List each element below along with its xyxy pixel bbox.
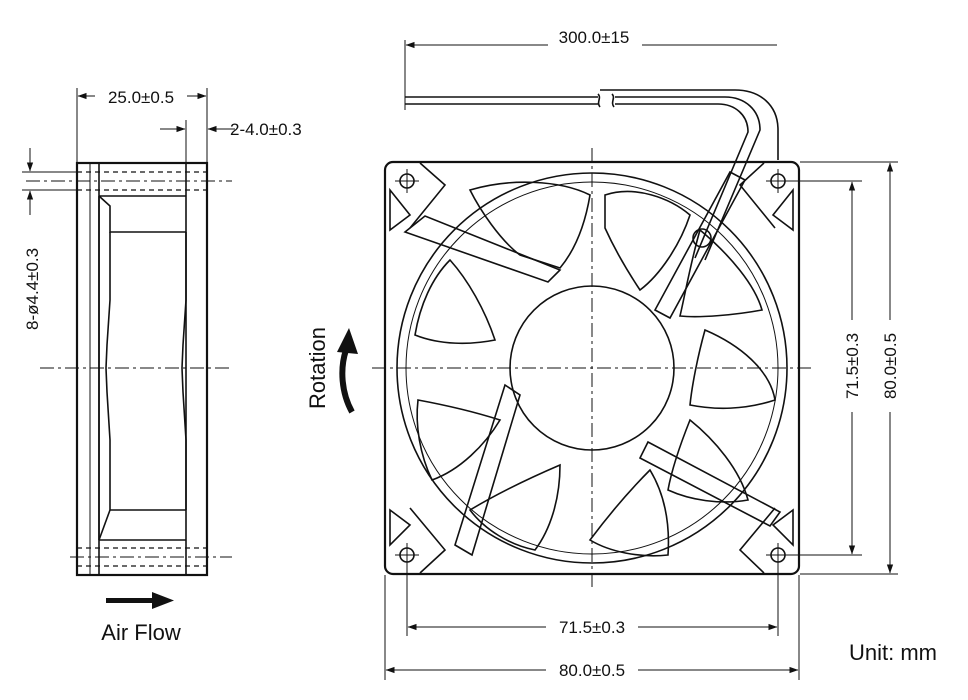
unit-label: Unit: mm — [849, 640, 937, 665]
side-view: 25.0±0.5 2-4.0±0.3 8-ø4.4±0.3 Air Flow — [22, 86, 302, 645]
mounting-hole-br — [766, 543, 790, 567]
support-struts — [403, 170, 782, 557]
mounting-hole-bl — [395, 543, 419, 567]
rotation-arrow-icon — [337, 328, 358, 414]
lead-wires — [404, 40, 779, 261]
hole-spacing-h-dim: 71.5±0.3 — [559, 618, 625, 637]
front-view: 300.0±15 71.5±0.3 80.0±0.5 71.5±0.3 80.0… — [305, 28, 902, 680]
fan-blades — [414, 181, 776, 557]
side-width-dim: 25.0±0.5 — [108, 88, 174, 107]
airflow-label: Air Flow — [101, 620, 181, 645]
mounting-hole-tr — [766, 169, 790, 193]
cable-length-dim: 300.0±15 — [559, 28, 630, 47]
airflow-arrow-icon — [106, 592, 174, 609]
mounting-hole-tl — [395, 169, 419, 193]
rotation-label: Rotation — [305, 327, 330, 409]
frame-width-dim: 80.0±0.5 — [559, 661, 625, 680]
frame-height-dim: 80.0±0.5 — [881, 333, 900, 399]
flange-dim: 2-4.0±0.3 — [230, 120, 302, 139]
side-frame-outline — [75, 161, 209, 577]
hole-dim: 8-ø4.4±0.3 — [23, 248, 42, 330]
hole-spacing-v-dim: 71.5±0.3 — [843, 333, 862, 399]
